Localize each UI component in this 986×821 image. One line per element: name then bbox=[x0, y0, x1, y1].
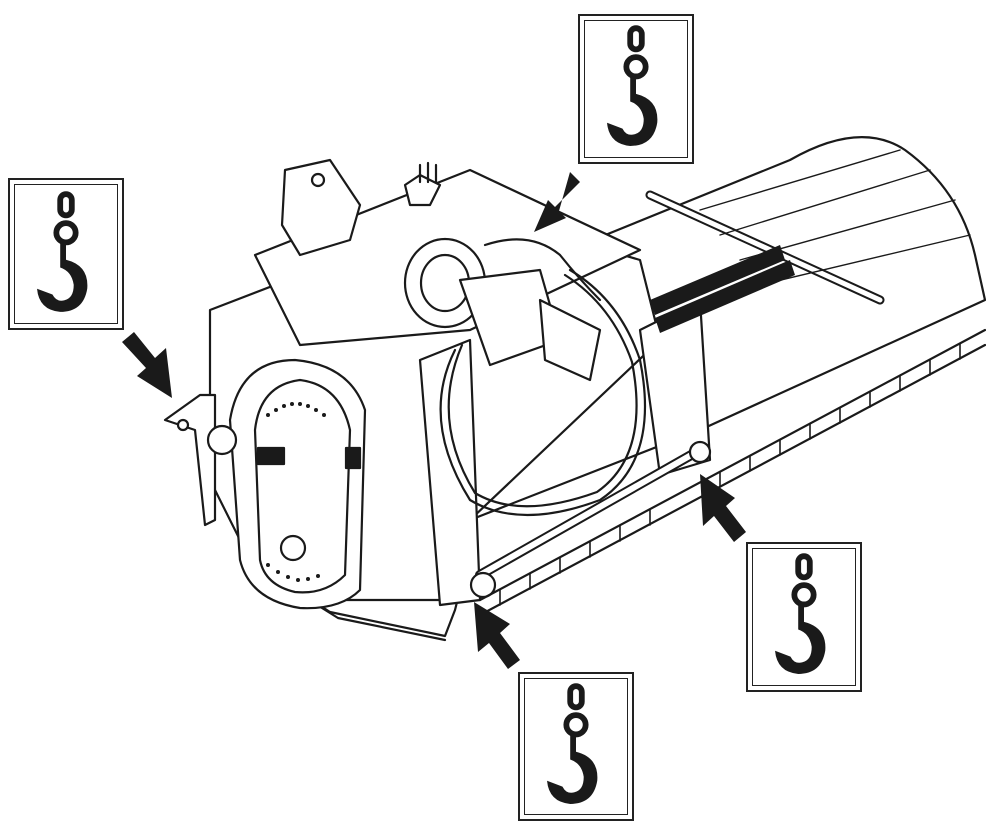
chain-hook-icon bbox=[547, 683, 598, 804]
arrow-bottom bbox=[474, 602, 520, 669]
chain-hook-icon bbox=[775, 553, 826, 674]
chain-hook-icon bbox=[37, 191, 88, 312]
lifting-point-sign-right bbox=[746, 542, 862, 692]
lifting-point-sign-top bbox=[578, 14, 694, 164]
chain-hook-icon bbox=[607, 25, 658, 146]
arrow-left bbox=[122, 332, 172, 398]
arrow-top bbox=[534, 172, 580, 232]
lifting-point-sign-bottom bbox=[518, 672, 634, 821]
lifting-point-sign-left bbox=[8, 178, 124, 330]
arrow-right bbox=[700, 474, 746, 542]
